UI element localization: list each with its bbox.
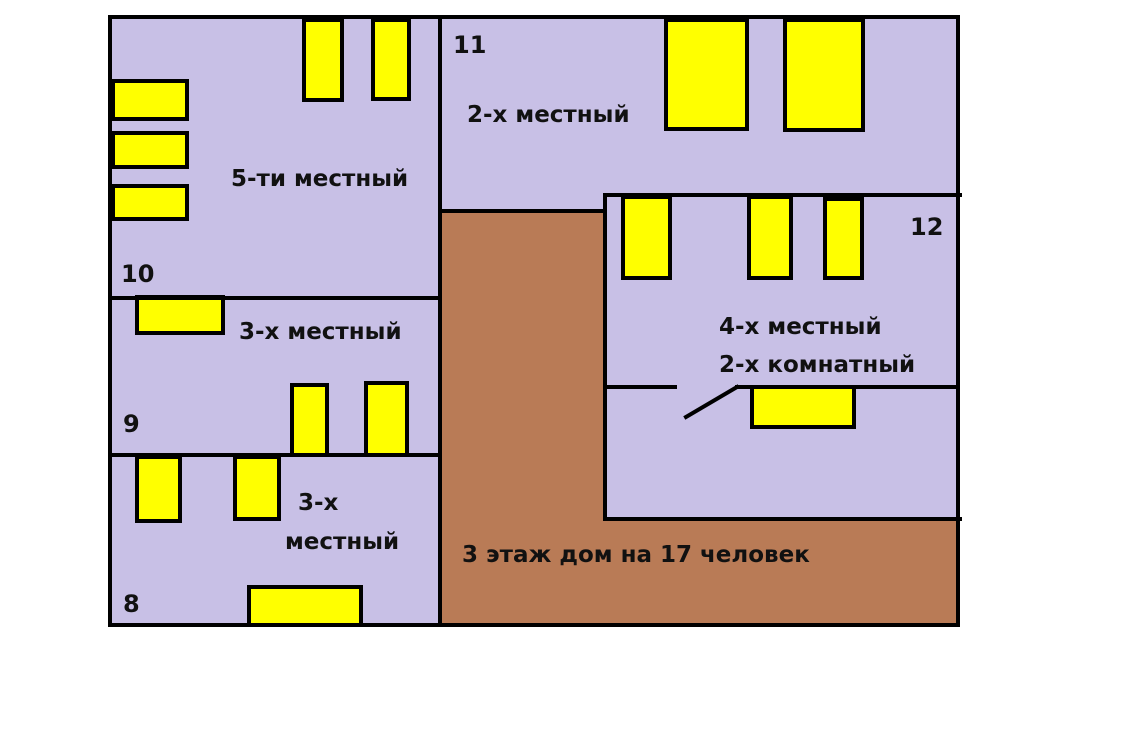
room-12-label-line1: 4-х местный	[719, 314, 882, 340]
bed	[302, 18, 344, 102]
bed	[371, 18, 411, 101]
bed	[823, 197, 864, 280]
bed	[664, 18, 749, 131]
bed	[783, 18, 865, 132]
bed	[621, 195, 672, 280]
bed	[747, 195, 793, 280]
walls	[108, 15, 962, 627]
room-8-label-line2: местный	[285, 529, 399, 555]
bed	[111, 79, 189, 121]
room-11-label: 2-х местный	[467, 102, 630, 128]
room-12-number: 12	[910, 213, 943, 241]
bed	[111, 184, 189, 221]
door-12	[683, 384, 740, 420]
room-12-label-line2: 2-х комнатный	[719, 352, 915, 378]
bed	[233, 455, 281, 521]
bed	[135, 455, 182, 523]
outer-wall	[108, 15, 960, 627]
corridor	[440, 211, 958, 625]
bed	[750, 385, 856, 429]
beds	[111, 18, 865, 627]
bed	[364, 381, 409, 457]
bed	[111, 131, 189, 169]
bed	[247, 585, 363, 627]
room-8-number: 8	[123, 590, 140, 618]
bed	[135, 295, 225, 335]
floor-caption: 3 этаж дом на 17 человек	[462, 542, 810, 568]
room-8-label-line1: 3-х	[298, 490, 339, 516]
room-11-number: 11	[453, 31, 486, 59]
room-10-label: 5-ти местный	[231, 166, 408, 192]
room-9-number: 9	[123, 410, 140, 438]
bed	[290, 383, 329, 457]
room-10-number: 10	[121, 260, 154, 288]
room-9-label: 3-х местный	[239, 319, 402, 345]
